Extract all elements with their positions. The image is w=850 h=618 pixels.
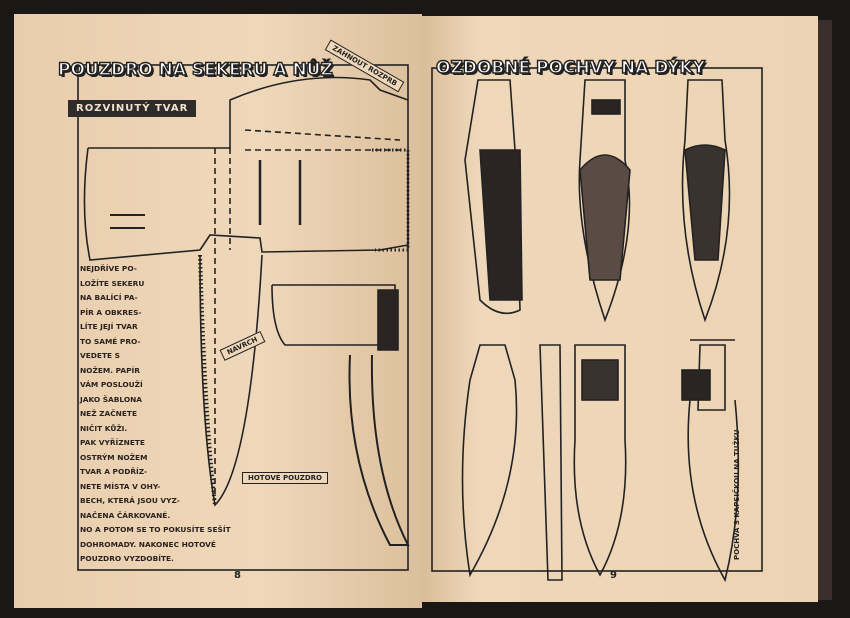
axe-sheath-pattern — [77, 64, 410, 571]
finished-sheath — [271, 284, 396, 346]
left-frame — [77, 64, 409, 571]
instruction-line: POUZDRO VYZDOBÍTE. — [80, 554, 174, 563]
right-frame — [431, 67, 763, 572]
instruction-line: PAK VYŘÍZNETE — [80, 438, 145, 447]
instruction-line: PÍR A OBKRES- — [80, 307, 142, 317]
dagger-sheaths — [431, 67, 763, 583]
axe-head-outline — [83, 147, 409, 261]
instruction-line: NEJDŘÍVE PO- — [80, 264, 137, 273]
instruction-line: NAČENA ČÁRKOVANÉ. — [80, 510, 171, 520]
instruction-line: VEDETE S — [80, 351, 120, 360]
instruction-line: NO A POTOM SE TO POKUSÍTE SEŠÍT — [80, 525, 231, 534]
instruction-line: NA BALÍCÍ PA- — [80, 293, 138, 302]
instruction-line: LÍTE JEJÍ TVAR — [80, 322, 138, 331]
sheath-shield — [681, 79, 731, 323]
page-number-right: 9 — [610, 570, 617, 581]
sheath-tassel — [573, 344, 627, 577]
instruction-line: JAKO ŠABLONA — [80, 394, 143, 404]
unfolded-shape-banner: ROZVINUTÝ TVAR — [68, 100, 197, 117]
instruction-line: NIČIT KŮŽI. — [80, 423, 128, 433]
instruction-line: TVAR A PODŘÍZ- — [80, 467, 148, 476]
right-page-title: OZDOBNÉ POCHVY NA DÝKY — [435, 57, 706, 78]
instructions-text: NEJDŘÍVE PO- LOŽÍTE SEKERU NA BALÍCÍ PA-… — [80, 262, 231, 567]
instruction-line: OSTRÝM NOŽEM — [80, 452, 148, 462]
instruction-line: BECH, KTERÁ JSOU VYZ- — [80, 496, 180, 505]
instruction-line: NETE MÍSTA V OHY- — [80, 481, 161, 491]
page-number-left: 8 — [234, 570, 241, 581]
instruction-line: NOŽEM. PAPÍR — [80, 365, 140, 375]
left-page-title: POUZDRO NA SEKERU A NŮŽ — [57, 59, 333, 80]
pencil-pocket-caption: POCHVA S KAPSIČKOU NA TUŽKU — [733, 429, 741, 560]
instruction-line: VÁM POSLOUŽÍ — [80, 380, 143, 389]
instruction-line: NEŽ ZAČNETE — [80, 409, 137, 418]
sheath-thin — [539, 344, 563, 581]
sheath-fish — [461, 344, 518, 578]
finished-sheath-label: HOTOVÉ POUZDRO — [242, 472, 328, 484]
instruction-line: DOHROMADY. NAKONEC HOTOVÉ — [80, 539, 216, 549]
instruction-line: LOŽÍTE SEKERU — [80, 278, 145, 288]
instruction-line: TO SAMÉ PRO- — [80, 336, 141, 346]
book-edge — [818, 20, 832, 600]
